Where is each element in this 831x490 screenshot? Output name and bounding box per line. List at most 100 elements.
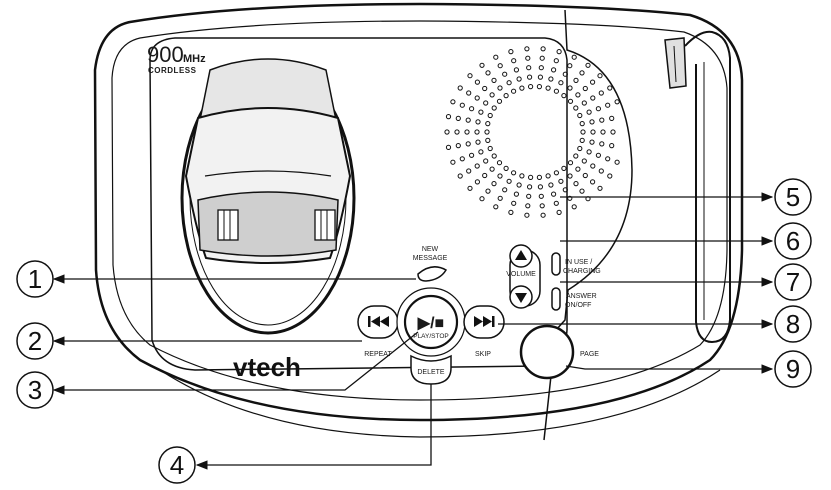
speaker-hole xyxy=(475,139,481,145)
speaker-hole xyxy=(567,195,573,201)
speaker-hole xyxy=(538,193,544,199)
speaker-hole xyxy=(590,95,596,101)
speaker-hole xyxy=(599,141,605,147)
speaker-hole xyxy=(562,71,568,77)
in-use-label-line2: CHARGING xyxy=(563,268,601,275)
speaker-hole xyxy=(467,73,473,79)
speaker-hole xyxy=(497,195,503,201)
speaker-hole xyxy=(586,149,592,155)
speaker-hole xyxy=(485,70,491,76)
leader-line-3 xyxy=(52,331,419,395)
speaker-hole xyxy=(599,117,605,123)
speaker-hole xyxy=(540,212,546,218)
volume-down-button[interactable] xyxy=(509,285,533,309)
speaker-hole xyxy=(551,191,557,197)
speaker-hole xyxy=(528,174,534,180)
callout-4: 4 xyxy=(158,446,196,484)
speaker-hole xyxy=(589,119,595,125)
speaker-hole xyxy=(558,80,564,86)
base-body xyxy=(93,2,744,438)
speaker-hole xyxy=(553,170,560,176)
speaker-hole xyxy=(598,168,604,174)
speaker-hole xyxy=(536,84,543,90)
speaker-hole xyxy=(496,98,503,104)
speaker-hole xyxy=(575,166,581,172)
speaker-hole xyxy=(454,129,460,135)
speaker-hole xyxy=(579,70,585,76)
speaker-hole xyxy=(575,92,581,98)
speaker-hole xyxy=(469,106,475,112)
callout-9-number: 9 xyxy=(786,354,800,384)
speaker-hole xyxy=(455,143,461,149)
speaker-hole xyxy=(457,85,463,91)
speaker-hole xyxy=(605,102,611,108)
answer-on-off-button[interactable]: ANSWER ON/OFF xyxy=(551,287,597,311)
speaker-hole xyxy=(503,93,509,99)
speaker-hole xyxy=(491,77,497,84)
callout-5-number: 5 xyxy=(786,182,800,212)
answer-label-line2: ON/OFF xyxy=(565,302,591,309)
speaker-hole xyxy=(510,88,517,94)
callout-3: 3 xyxy=(16,371,54,409)
speaker-hole xyxy=(526,65,532,71)
speaker-hole xyxy=(502,71,508,77)
speaker-hole xyxy=(537,74,544,80)
speaker-hole xyxy=(479,62,485,68)
callout-1-number: 1 xyxy=(28,264,42,294)
frequency-badge: 900 MHz CORDLESS xyxy=(147,42,206,75)
speaker-hole xyxy=(450,99,456,105)
repeat-label: REPEAT xyxy=(364,351,392,358)
badge-number: 900 xyxy=(147,42,184,67)
page-button[interactable]: PAGE xyxy=(519,324,599,380)
speaker-hole xyxy=(539,203,545,209)
speaker-hole xyxy=(561,165,567,171)
speaker-hole xyxy=(465,141,471,147)
callout-8-number: 8 xyxy=(786,309,800,339)
speaker-hole xyxy=(483,158,489,164)
speaker-hole xyxy=(537,184,544,190)
speaker-hole xyxy=(600,129,606,135)
speaker-hole xyxy=(614,159,620,165)
speaker-hole xyxy=(567,173,573,179)
repeat-button[interactable]: REPEAT xyxy=(357,305,399,358)
speaker-hole xyxy=(556,49,562,55)
new-message-label-line1: NEW xyxy=(422,246,439,253)
speaker-hole xyxy=(491,153,497,159)
speaker-hole xyxy=(467,185,473,191)
speaker-hole xyxy=(582,85,588,92)
speaker-hole xyxy=(527,184,533,190)
speaker-hole xyxy=(605,156,611,162)
play-stop-button[interactable]: ▶/■ PLAY/STOP xyxy=(396,287,466,357)
speaker-hole xyxy=(491,181,497,187)
speaker-hole xyxy=(466,168,472,174)
speaker-hole xyxy=(519,173,525,179)
speaker-hole xyxy=(482,172,488,179)
speaker-hole xyxy=(527,74,533,80)
speaker-hole xyxy=(506,80,512,86)
speaker-hole xyxy=(444,129,450,135)
speaker-hole xyxy=(610,129,616,135)
speaker-hole xyxy=(487,112,493,119)
speaker-hole xyxy=(508,49,514,55)
callout-7: 7 xyxy=(774,263,812,301)
speaker-hole xyxy=(482,85,488,92)
speaker-hole xyxy=(573,77,579,84)
speaker-hole xyxy=(581,100,587,106)
volume-up-button[interactable] xyxy=(509,244,533,268)
skip-button[interactable]: SKIP xyxy=(463,305,505,358)
new-message-button[interactable]: NEW MESSAGE xyxy=(413,246,448,282)
speaker-hole xyxy=(478,109,484,115)
delete-button[interactable]: DELETE xyxy=(410,354,452,385)
speaker-hole xyxy=(595,152,602,158)
speaker-hole xyxy=(548,76,554,82)
callout-5: 5 xyxy=(774,178,812,216)
speaker-hole xyxy=(561,93,567,99)
speaker-hole xyxy=(502,187,508,193)
speaker-hole xyxy=(590,79,596,85)
fast-forward-icon xyxy=(474,316,495,327)
speaker-hole xyxy=(526,193,532,199)
speaker-hole xyxy=(590,129,596,135)
speaker-hole xyxy=(516,182,522,188)
speaker-hole xyxy=(567,63,573,69)
